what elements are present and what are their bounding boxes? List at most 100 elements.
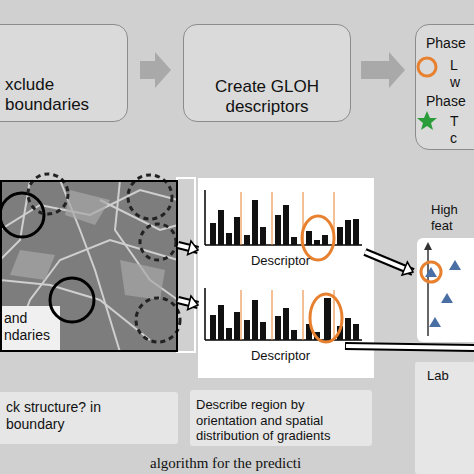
- bar: [218, 210, 224, 245]
- phase-circle-symbol: [418, 58, 436, 76]
- grain-texture: [0, 180, 178, 352]
- sample-circle: [50, 278, 94, 322]
- axis-line: [204, 288, 206, 340]
- phase-box: PhaseL wPhaseT c: [415, 24, 474, 150]
- bar: [218, 305, 224, 340]
- bar: [322, 235, 328, 245]
- bar: [275, 215, 281, 245]
- bar: [252, 300, 258, 340]
- bar: [345, 220, 351, 245]
- dashed-circle: [140, 224, 176, 260]
- leader-outline: [345, 346, 474, 348]
- histogram: [205, 288, 362, 342]
- block-arrow: [140, 52, 171, 88]
- axis-line: [204, 190, 206, 245]
- grain-patch: [65, 190, 110, 225]
- bar: [283, 205, 289, 245]
- node-text: High feat: [431, 202, 465, 233]
- bin-dividers: [241, 290, 334, 340]
- triangle-point: [425, 267, 437, 277]
- bar: [210, 223, 216, 245]
- triangle-point: [449, 260, 461, 270]
- question-box: ck structure? in boundary: [0, 392, 178, 444]
- node-text: Lab: [427, 368, 474, 384]
- arrow-shaft: [365, 252, 413, 272]
- process-box: xclude boundaries: [0, 24, 128, 122]
- flow-arrow: [178, 241, 198, 255]
- bin-divider: [272, 192, 273, 245]
- highlight-circle: [310, 294, 342, 342]
- label-backdrop: [0, 306, 60, 352]
- bar: [337, 227, 343, 245]
- figure-caption: algorithm for the predicti: [150, 455, 301, 472]
- bin-dividers: [241, 192, 334, 245]
- sample-circle: [0, 193, 44, 237]
- bar: [314, 240, 320, 245]
- bar: [226, 328, 232, 340]
- flow-arrow: [365, 252, 413, 275]
- bar: [234, 312, 240, 340]
- node-text: L w: [450, 57, 462, 91]
- phase-star-symbol: [417, 111, 437, 130]
- flow-arrow: [361, 52, 405, 88]
- arrow-outline: [365, 252, 413, 272]
- descriptor-bracket: [177, 178, 195, 352]
- bar: [353, 324, 359, 340]
- bar: [244, 320, 250, 340]
- bar: [353, 219, 359, 245]
- micrograph: [0, 180, 178, 352]
- label-legend-box: Lab: [415, 362, 474, 474]
- bar: [306, 231, 312, 245]
- data-points: [425, 260, 461, 327]
- grain-patch: [10, 250, 55, 280]
- grain-patch: [120, 260, 165, 300]
- node-text: Phase: [426, 35, 474, 52]
- descriptor-chart: Descriptor: [198, 186, 363, 282]
- bar: [260, 322, 266, 340]
- arrow-shaft: [178, 245, 198, 250]
- triangle-point: [429, 317, 441, 327]
- arrow-head: [188, 296, 198, 310]
- flow-arrow: [140, 52, 171, 88]
- micrograph-frame: and ndaries: [0, 180, 178, 352]
- bar: [260, 227, 266, 245]
- bar: [275, 316, 281, 340]
- block-arrow: [361, 52, 405, 88]
- node-text: Descriptor: [198, 348, 363, 364]
- bar: [324, 298, 331, 340]
- flow-arrow: [178, 296, 198, 310]
- arrow-head: [188, 241, 198, 255]
- descriptor-chart: Descriptor: [198, 282, 363, 378]
- bar: [252, 200, 258, 245]
- bin-divider: [241, 192, 242, 245]
- bin-divider: [303, 290, 304, 340]
- arrow-outline: [178, 245, 198, 250]
- bar: [345, 318, 351, 340]
- bin-divider: [241, 290, 242, 340]
- process-box: Create GLOH descriptors: [183, 24, 351, 122]
- bar: [283, 308, 289, 340]
- arrow-shaft: [178, 300, 198, 305]
- feature-plot-panel: High feat: [415, 200, 474, 345]
- dashed-circle: [136, 298, 180, 342]
- boundary-circles: [28, 174, 180, 342]
- node-text: Descriptor: [198, 253, 363, 269]
- histogram: [205, 190, 362, 260]
- leader-line: [345, 346, 474, 348]
- bin-divider: [272, 290, 273, 340]
- triangle-point: [441, 293, 453, 303]
- feature-plot: [417, 238, 474, 342]
- node-text: ck structure? in boundary: [6, 399, 106, 433]
- bar: [291, 330, 297, 340]
- grain-line: [115, 180, 178, 300]
- bars: [210, 200, 359, 245]
- arrow-outline: [178, 300, 198, 305]
- bar: [210, 315, 216, 340]
- node-text: Create GLOH descriptors: [194, 77, 340, 118]
- node-text: and ndaries: [4, 310, 60, 344]
- bar: [291, 237, 297, 245]
- bar: [226, 233, 232, 245]
- bar: [244, 235, 250, 245]
- highlight-circle: [421, 262, 441, 282]
